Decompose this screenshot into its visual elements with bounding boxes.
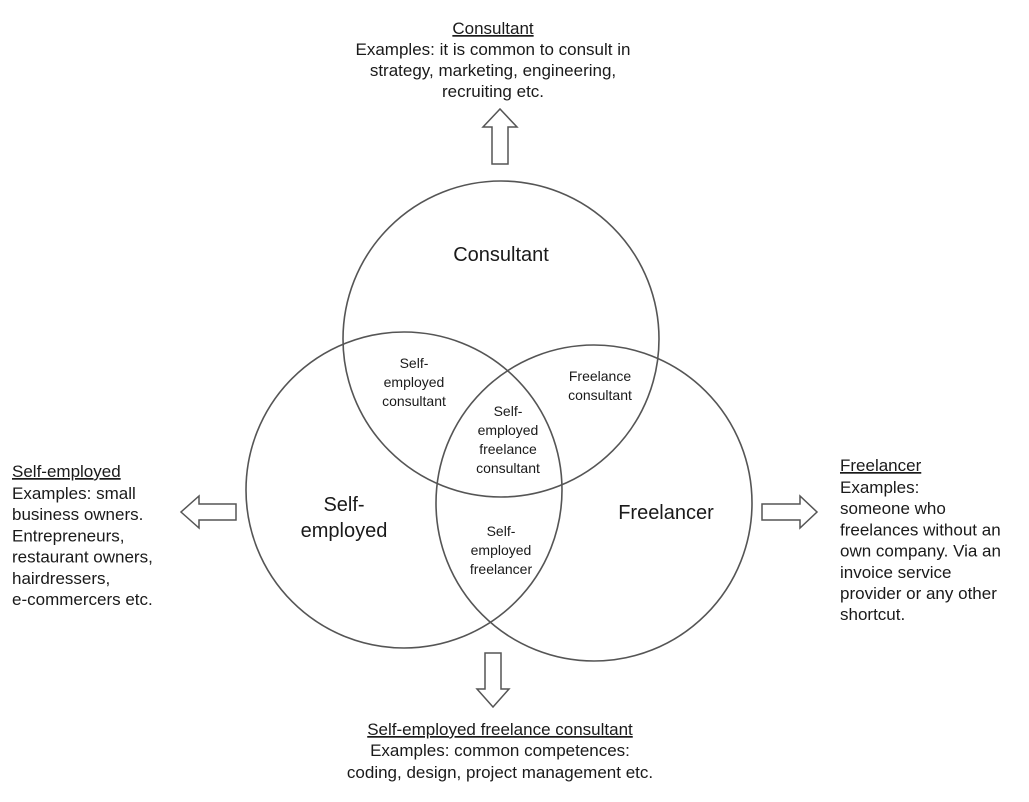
self-employed-circle-label: Self-employed [301,494,388,542]
all-three-intersection-label-line: freelance [479,441,537,457]
freelancer-circle-label: Freelancer [618,502,714,524]
freelancer-callout-text-line: own company. Via an [840,542,1001,561]
self-employed-freelance-consultant-callout-text-line: coding, design, project management etc. [347,763,653,782]
self-employed-circle-label-line: employed [301,520,388,542]
consultant-callout-text-line: Examples: it is common to consult in [356,40,631,59]
self-employed-callout-text: Examples: small business owners. Entrepren… [12,484,153,609]
freelancer-callout-text-line: freelances without an [840,520,1001,539]
freelancer-callout-text-line: shortcut. [840,605,905,624]
freelancer-callout-text-line: provider or any other [840,584,997,603]
consultant-circle [342,180,660,498]
self-employed-circle [245,331,563,649]
freelancer-circle-label-line: Freelancer [618,502,714,524]
all-three-intersection-label-line: Self- [494,403,523,419]
consultant-self-employed-intersection-label-line: consultant [382,393,446,409]
consultant-self-employed-intersection-label-line: employed [384,374,445,390]
arrow-down-icon [475,652,511,709]
consultant-freelancer-intersection-label: Freelance consultant [568,368,632,403]
self-employed-freelancer-intersection-label-line: employed [471,542,532,558]
consultant-self-employed-intersection-label: Self-employed consultant [382,355,446,409]
arrow-right-icon [761,494,819,530]
self-employed-freelancer-intersection-label-line: Self- [487,523,516,539]
self-employed-freelancer-intersection-label: Self-employed freelancer [470,523,533,577]
freelancer-callout-text-line: someone who [840,499,946,518]
self-employed-circle-label-line: Self- [323,494,364,516]
consultant-freelancer-intersection-label-line: consultant [568,387,632,403]
self-employed-freelancer-intersection-label-line: freelancer [470,561,533,577]
consultant-freelancer-intersection-label-line: Freelance [569,368,631,384]
freelancer-callout-text: Examples: someone who freelances without a… [840,478,1001,624]
freelancer-callout-text-line: Examples: [840,478,919,497]
self-employed-callout-text-line: business owners. [12,505,143,524]
self-employed-callout-text-line: hairdressers, [12,569,110,588]
arrow-up-icon [481,107,519,165]
self-employed-callout-title: Self-employed [12,462,121,481]
self-employed-freelance-consultant-callout-text-line: Examples: common competences: [370,741,630,760]
all-three-intersection-label: Self-employed freelance consultant [476,403,540,476]
consultant-callout-text-line: recruiting etc. [442,82,544,101]
consultant-callout-text-line: strategy, marketing, engineering, [370,61,616,80]
self-employed-freelance-consultant-callout-title: Self-employed freelance consultant [367,720,633,739]
consultant-circle-label-line: Consultant [453,244,549,266]
consultant-callout-text: Examples: it is common to consult in stra… [356,40,631,101]
all-three-intersection-label-line: employed [478,422,539,438]
freelancer-circle [435,344,753,662]
self-employed-callout-text-line: restaurant owners, [12,548,153,567]
self-employed-freelance-consultant-callout-text: Examples: common competences: coding, des… [347,741,653,782]
arrow-left-icon [179,494,237,530]
self-employed-callout-text-line: Entrepreneurs, [12,526,124,545]
consultant-callout-title: Consultant [452,19,534,38]
freelancer-callout-title: Freelancer [840,456,922,475]
self-employed-callout-text-line: Examples: small [12,484,136,503]
self-employed-callout-text-line: e-commercers etc. [12,590,153,609]
consultant-self-employed-intersection-label-line: Self- [400,355,429,371]
all-three-intersection-label-line: consultant [476,460,540,476]
freelancer-callout-text-line: invoice service [840,563,952,582]
consultant-circle-label: Consultant [453,244,549,266]
